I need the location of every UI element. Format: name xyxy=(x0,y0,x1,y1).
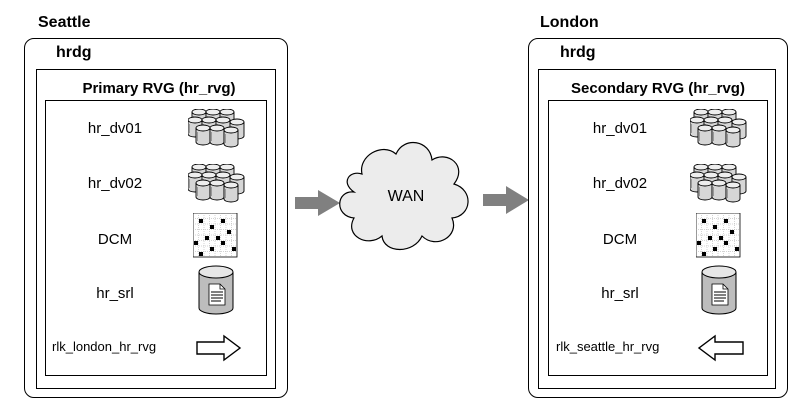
srl-disk-icon xyxy=(198,265,234,315)
srl-label: hr_srl xyxy=(601,285,639,302)
gray-flow-arrow-icon xyxy=(295,190,340,216)
disk-stack-icon xyxy=(188,164,248,204)
disk-stack-icon xyxy=(690,109,750,149)
disk-stack-icon xyxy=(690,164,750,204)
volume-label-hr-dv01: hr_dv01 xyxy=(87,120,143,137)
dcm-grid-icon xyxy=(696,213,741,258)
disk-group-label-seattle: hrdg xyxy=(56,44,92,61)
srl-label: hr_srl xyxy=(96,285,134,302)
disk-stack-icon xyxy=(188,109,248,149)
wan-label: WAN xyxy=(387,188,425,205)
site-label-seattle: Seattle xyxy=(38,14,91,31)
left-arrow-outline-icon xyxy=(697,334,744,362)
dcm-grid-icon xyxy=(193,213,238,258)
site-label-london: London xyxy=(540,14,599,31)
rlink-label-seattle: rlk_london_hr_rvg xyxy=(52,339,157,354)
disk-group-label-london: hrdg xyxy=(560,44,596,61)
rlink-label-london: rlk_seattle_hr_rvg xyxy=(556,339,660,354)
rvg-title-london: Secondary RVG (hr_rvg) xyxy=(571,80,745,97)
volume-label-hr-dv02: hr_dv02 xyxy=(592,175,648,192)
volume-label-hr-dv02: hr_dv02 xyxy=(87,175,143,192)
volume-label-hr-dv01: hr_dv01 xyxy=(592,120,648,137)
dcm-label: DCM xyxy=(97,231,133,248)
right-arrow-outline-icon xyxy=(196,334,242,362)
gray-flow-arrow-icon xyxy=(483,186,529,214)
cloud-icon xyxy=(339,141,469,250)
rvg-title-seattle: Primary RVG (hr_rvg) xyxy=(82,80,236,97)
dcm-label: DCM xyxy=(602,231,638,248)
srl-disk-icon xyxy=(701,265,737,315)
